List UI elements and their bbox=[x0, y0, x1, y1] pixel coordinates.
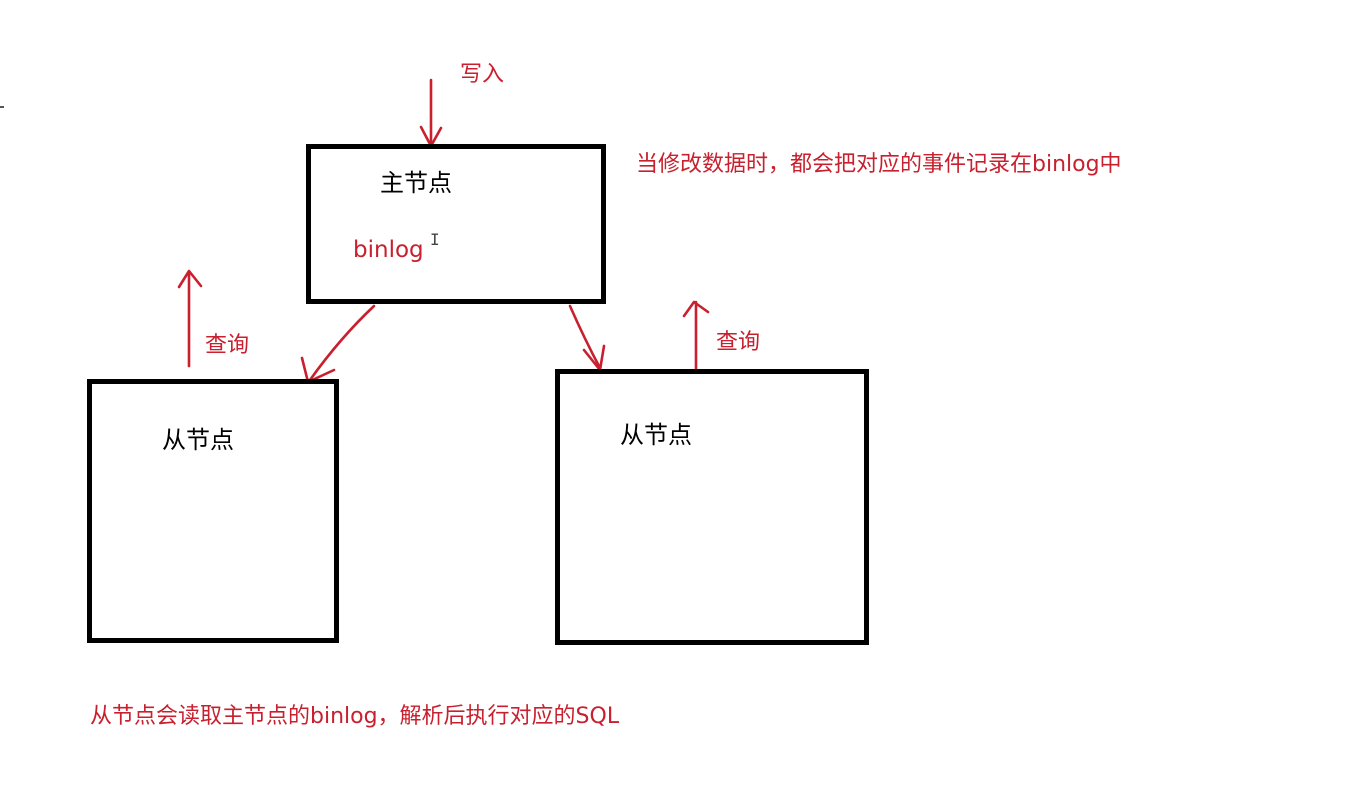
query-arrow-left bbox=[177, 269, 203, 368]
master-node-box bbox=[306, 144, 606, 304]
master-binlog-label: binlog bbox=[353, 237, 424, 263]
write-arrow bbox=[419, 78, 443, 148]
slave-node-title-left: 从节点 bbox=[162, 426, 234, 454]
replicate-arrow-right bbox=[568, 304, 606, 372]
edge-artifact bbox=[0, 92, 4, 108]
query-arrow-right bbox=[682, 300, 710, 372]
slave-replication-note: 从节点会读取主节点的binlog，解析后执行对应的SQL bbox=[90, 704, 620, 729]
slave-node-box-left bbox=[87, 379, 339, 643]
slave-node-box-right bbox=[555, 369, 869, 645]
query-label-right: 查询 bbox=[716, 330, 761, 355]
master-binlog-note: 当修改数据时，都会把对应的事件记录在binlog中 bbox=[636, 152, 1122, 177]
text-cursor-icon: I bbox=[430, 230, 440, 249]
replicate-arrow-left bbox=[300, 304, 376, 384]
slave-node-title-right: 从节点 bbox=[620, 421, 692, 449]
master-node-title: 主节点 bbox=[380, 169, 452, 197]
query-label-left: 查询 bbox=[205, 333, 250, 358]
write-label: 写入 bbox=[460, 62, 505, 87]
